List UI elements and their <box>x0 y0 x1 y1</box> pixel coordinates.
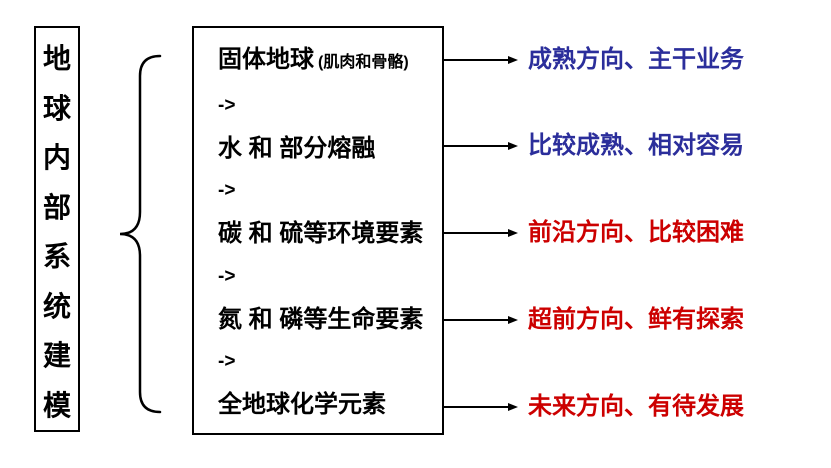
title-char: 部 <box>42 191 71 223</box>
process-step-label: 碳 和 硫等环境要素 <box>218 220 424 247</box>
right-arrow-icon <box>444 315 518 325</box>
right-arrow-icon <box>444 141 518 151</box>
process-step-label: 全地球化学元素 <box>218 391 386 418</box>
outcome-label: 比较成熟、相对容易 <box>528 132 744 159</box>
title-char: 建 <box>42 340 71 372</box>
right-arrow-icon <box>444 402 518 412</box>
process-step: 氮 和 磷等生命要素 <box>218 306 436 334</box>
outcome-label: 超前方向、鲜有探索 <box>528 306 744 333</box>
process-box: 固体地球(肌肉和骨骼) -> 水 和 部分熔融 -> 碳 和 硫等环境要素 ->… <box>192 26 444 435</box>
step-connector-text: -> <box>218 94 236 116</box>
outcome-label: 未来方向、有待发展 <box>528 393 744 420</box>
process-step-label: 固体地球 <box>218 46 314 73</box>
arrow-shaft <box>444 319 508 321</box>
process-step: 固体地球(肌肉和骨骼) <box>218 46 436 77</box>
step-connector-text: -> <box>218 351 236 373</box>
arrow-head <box>508 316 518 324</box>
arrow-head <box>508 229 518 237</box>
vertical-title-box: 地 球 内 部 系 统 建 模 <box>34 26 80 432</box>
step-connector-text: -> <box>218 180 236 202</box>
arrow-head <box>508 56 518 64</box>
title-char: 模 <box>42 389 71 421</box>
process-step-label: 水 和 部分熔融 <box>218 134 376 162</box>
arrow-head <box>508 142 518 150</box>
left-curly-brace-icon <box>119 54 162 414</box>
arrow-shaft <box>444 59 508 61</box>
arrow-shaft <box>444 232 508 234</box>
step-connector-text: -> <box>218 265 236 287</box>
process-step-note: (肌肉和骨骼) <box>318 54 409 71</box>
process-step-label: 氮 和 磷等生命要素 <box>218 305 424 333</box>
title-char: 内 <box>42 142 71 174</box>
right-arrow-icon <box>444 228 518 238</box>
process-step: 全地球化学元素 <box>218 391 436 419</box>
arrow-shaft <box>444 145 508 147</box>
arrow-shaft <box>444 406 508 408</box>
title-char: 统 <box>42 290 71 322</box>
outcome-label: 成熟方向、主干业务 <box>528 46 744 73</box>
arrow-head <box>508 403 518 411</box>
right-arrow-icon <box>444 55 518 65</box>
process-step: 水 和 部分熔融 <box>218 135 436 163</box>
outcome-label: 前沿方向、比较困难 <box>528 219 744 246</box>
title-char: 系 <box>42 241 71 273</box>
process-step: 碳 和 硫等环境要素 <box>218 220 436 248</box>
title-char: 球 <box>42 92 71 124</box>
title-char: 地 <box>42 43 71 74</box>
